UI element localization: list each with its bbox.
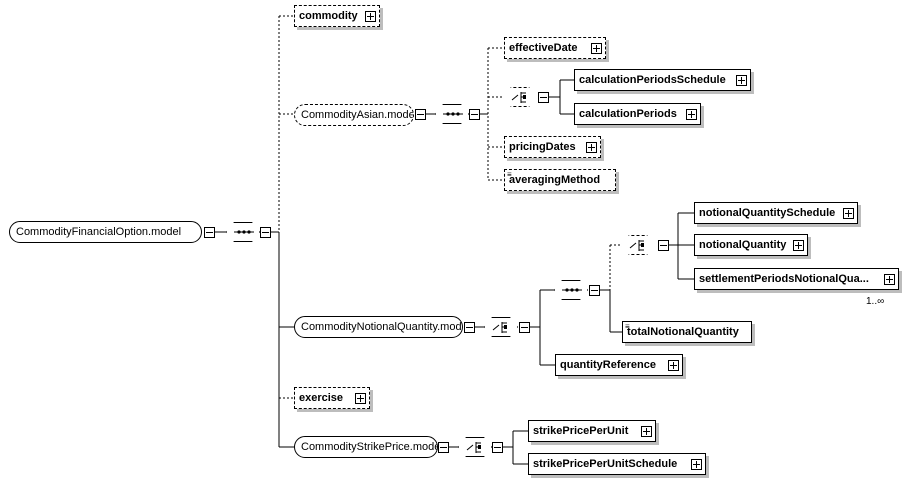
group-commodity-asian[interactable]: CommodityAsian.model [294,104,414,126]
expand-icon[interactable] [641,426,652,437]
sequence-icon[interactable] [226,222,260,242]
element-calculation-periods[interactable]: calculationPeriods [574,103,701,125]
collapse-icon[interactable] [519,322,530,333]
expand-icon[interactable] [793,240,804,251]
element-notional-quantity-schedule[interactable]: notionalQuantitySchedule [694,202,858,224]
choice-icon[interactable] [484,317,518,337]
element-pricing-dates[interactable]: pricingDates [504,136,601,158]
expand-icon[interactable] [586,142,597,153]
expand-icon[interactable] [736,75,747,86]
expand-icon[interactable] [843,208,854,219]
expand-icon[interactable] [591,43,602,54]
collapse-icon[interactable] [438,442,449,453]
element-quantity-reference[interactable]: quantityReference [555,354,683,376]
expand-icon[interactable] [355,393,366,404]
element-exercise[interactable]: exercise [294,387,370,409]
collapse-icon[interactable] [538,92,549,103]
root-group-label: CommodityFinancialOption.model [16,226,182,238]
doc-icon: ≡ [625,322,630,331]
collapse-icon[interactable] [658,240,669,251]
collapse-icon[interactable] [469,109,480,120]
element-total-notional-quantity[interactable]: ≡ totalNotionalQuantity [622,321,752,343]
choice-icon[interactable] [503,87,537,107]
collapse-icon[interactable] [464,322,475,333]
element-settlement-periods-notional-quantity[interactable]: settlementPeriodsNotionalQua... [694,268,899,290]
collapse-icon[interactable] [589,285,600,296]
occurrence-label: 1..∞ [866,296,885,307]
choice-icon[interactable] [458,437,492,457]
group-commodity-notional-quantity[interactable]: CommodityNotionalQuantity.model [294,316,463,338]
element-averaging-method[interactable]: ≡ averagingMethod [504,169,616,191]
element-effective-date[interactable]: effectiveDate [504,37,606,59]
expand-icon[interactable] [691,459,702,470]
sequence-icon[interactable] [554,280,588,300]
collapse-icon[interactable] [204,227,215,238]
element-notional-quantity[interactable]: notionalQuantity [694,234,808,256]
collapse-icon[interactable] [492,442,503,453]
collapse-icon[interactable] [260,227,271,238]
root-group-node[interactable]: CommodityFinancialOption.model [9,221,202,243]
element-strike-price-per-unit[interactable]: strikePricePerUnit [528,420,656,442]
element-commodity[interactable]: commodity [294,5,380,27]
sequence-icon[interactable] [435,104,469,124]
element-calculation-periods-schedule[interactable]: calculationPeriodsSchedule [574,69,751,91]
group-commodity-strike-price[interactable]: CommodityStrikePrice.model [294,436,438,458]
collapse-icon[interactable] [415,109,426,120]
element-strike-price-per-unit-schedule[interactable]: strikePricePerUnitSchedule [528,453,706,475]
expand-icon[interactable] [365,11,376,22]
expand-icon[interactable] [686,109,697,120]
doc-icon: ≡ [507,170,512,179]
choice-icon[interactable] [621,235,655,255]
expand-icon[interactable] [668,360,679,371]
expand-icon[interactable] [884,274,895,285]
